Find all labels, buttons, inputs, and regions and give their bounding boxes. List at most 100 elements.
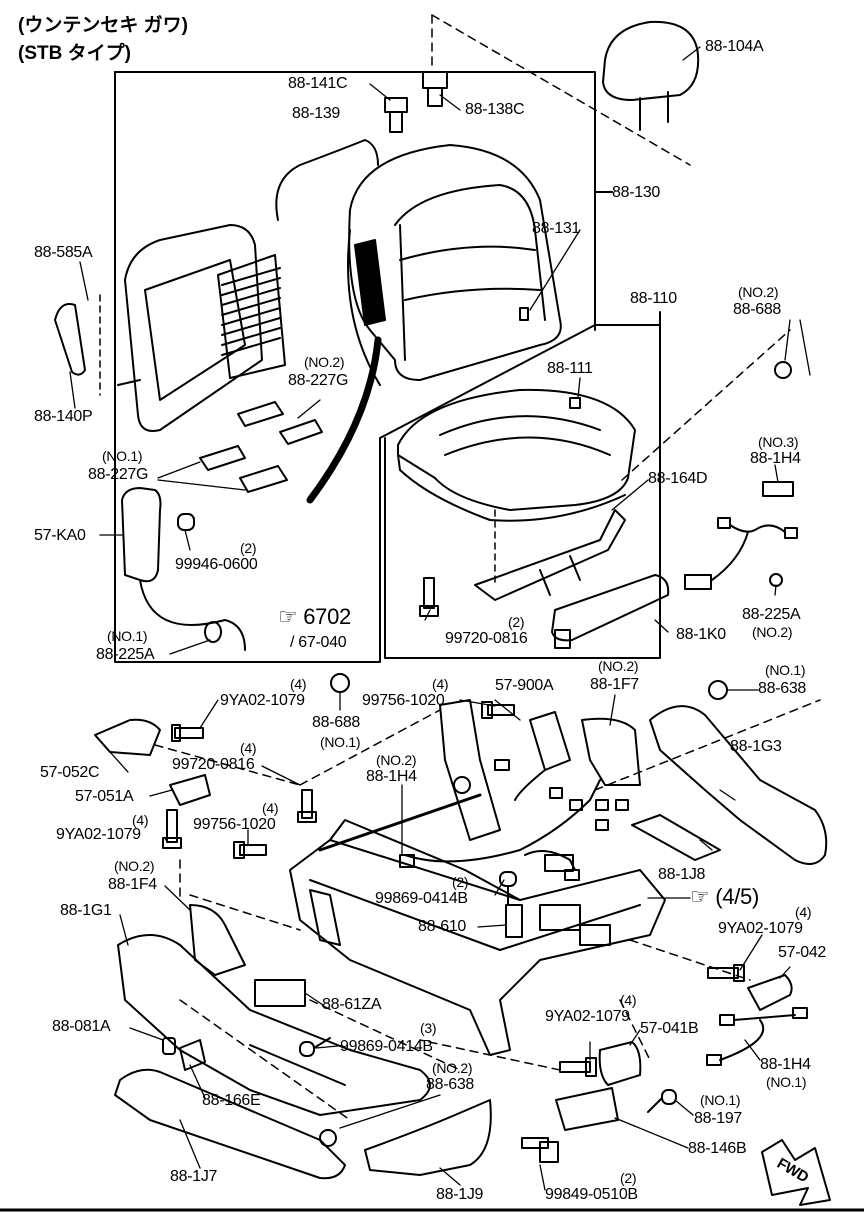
part-label: 9YA02-1079 <box>545 1008 630 1025</box>
bracket-57-051A <box>169 774 211 806</box>
part-label: 88-585A <box>34 244 93 261</box>
seatbelt-buckle-57-900A <box>494 711 571 801</box>
part-label: 88-61ZA <box>322 996 382 1013</box>
part-label: 88-1F4 <box>108 876 157 893</box>
bolt-99869-0414B-a <box>499 871 517 906</box>
part-qualifier: (NO.1) <box>765 662 806 678</box>
switch-88-146B <box>555 1087 619 1131</box>
bolt-9YA02-1079-c <box>707 964 745 982</box>
part-label: 88-1H4 <box>366 768 417 785</box>
trim-88-1F7 <box>581 717 641 786</box>
part-qualifier: (NO.1) <box>766 1074 807 1090</box>
part-label: 88-225A <box>96 646 155 663</box>
part-quantity: (2) <box>240 540 257 556</box>
headrest-guide-88-138C <box>422 71 448 107</box>
part-label: 88-1K0 <box>676 626 726 643</box>
part-label: 88-166E <box>202 1092 261 1109</box>
back-frame <box>117 224 286 432</box>
part-label: 88-688 <box>312 714 361 731</box>
headrest-88-104A <box>602 20 700 131</box>
bolt-9YA02-1079-d <box>559 1057 597 1077</box>
part-label: 88-1J8 <box>658 866 706 883</box>
part-label: 99869-0414B <box>375 890 468 907</box>
pad-88-227G <box>199 401 323 493</box>
part-label: 88-610 <box>418 918 467 935</box>
part-quantity: (4) <box>795 904 812 920</box>
part-label: 88-1H4 <box>760 1056 811 1073</box>
part-quantity: (4) <box>290 676 307 692</box>
lever-88-140P <box>54 294 101 396</box>
part-label: 57-900A <box>495 677 554 694</box>
lower-trim-88-1J7 <box>114 1068 346 1180</box>
front-cover-88-1K0 <box>551 574 670 649</box>
bolt-99756-1020-a <box>233 841 267 859</box>
reference-4-5[interactable]: ☞ (4/5) <box>690 884 759 909</box>
part-label: 9YA02-1079 <box>220 692 305 709</box>
part-qualifier: (NO.2) <box>752 624 793 640</box>
part-label: 88-227G <box>288 372 349 389</box>
knob-88-081A <box>162 1037 176 1055</box>
part-qualifier: (NO.2) <box>432 1060 473 1076</box>
trim-88-1J9 <box>364 1099 492 1176</box>
part-quantity: (2) <box>620 1170 637 1186</box>
part-label: 88-1J9 <box>436 1186 484 1203</box>
leader-lines <box>69 46 811 1191</box>
bolt-99720-0816-b <box>297 789 317 823</box>
part-label: 57-042 <box>778 944 827 961</box>
cover-88-166E <box>179 1039 206 1071</box>
part-label: 88-130 <box>612 184 661 201</box>
part-qualifier: (NO.1) <box>102 448 143 464</box>
part-label: 88-104A <box>705 38 764 55</box>
inner-shield-88-1G1 <box>117 934 431 1116</box>
part-label: 88-225A <box>742 606 801 623</box>
part-quantity: (3) <box>420 1020 437 1036</box>
bolt-99720-0816-a <box>419 577 439 617</box>
part-label: 57-KA0 <box>34 527 86 544</box>
screw-88-197 <box>647 1089 677 1113</box>
forward-arrow-icon <box>761 1139 831 1206</box>
part-qualifier: (NO.2) <box>304 354 345 370</box>
part-label: 88-131 <box>532 220 581 237</box>
cover-57-041B <box>598 1041 642 1086</box>
part-label: 88-638 <box>426 1076 475 1093</box>
part-quantity: (2) <box>508 614 525 630</box>
outer-shield-88-1G3 <box>649 705 828 865</box>
part-quantity: (4) <box>432 676 449 692</box>
part-label: 99756-1020 <box>362 692 445 709</box>
part-label: 88-1F7 <box>590 676 639 693</box>
part-label: 88-227G <box>88 466 149 483</box>
part-label: 99869-0414B <box>340 1038 433 1055</box>
part-label: 99720-0816 <box>172 756 255 773</box>
diagram-title-line-1: (ウンテンセキ ガワ) <box>18 15 188 36</box>
part-quantity: (4) <box>240 740 257 756</box>
headrest-guide-88-141C <box>384 97 408 133</box>
part-qualifier: (NO.2) <box>376 752 417 768</box>
part-label: 99720-0816 <box>445 630 528 647</box>
part-qualifier: (NO.2) <box>738 284 779 300</box>
handle-88-1J8 <box>631 814 721 861</box>
part-label: 57-051A <box>75 788 134 805</box>
buckle-cover-57-052C <box>94 718 161 756</box>
reference-6702[interactable]: ☞ 6702 <box>278 604 351 629</box>
bolt-99869-0414B-b <box>299 1037 331 1057</box>
part-label: 88-197 <box>694 1110 743 1127</box>
part-quantity: (4) <box>132 812 149 828</box>
part-qualifier: (NO.3) <box>758 434 799 450</box>
bracket-57-042 <box>747 974 793 1011</box>
diagram-title-line-2: (STB タイプ) <box>18 43 131 64</box>
part-label: 99756-1020 <box>193 816 276 833</box>
assembly-lines <box>154 699 821 1121</box>
part-label: 88-638 <box>758 680 807 697</box>
part-qualifier: (NO.2) <box>114 858 155 874</box>
part-qualifier: (NO.2) <box>598 658 639 674</box>
part-label: 88-111 <box>547 360 593 377</box>
cushion-pan-88-164D <box>474 509 626 601</box>
part-qualifier: (NO.1) <box>700 1092 741 1108</box>
part-quantity: (4) <box>262 800 279 816</box>
reference-67-040[interactable]: / 67-040 <box>290 634 347 651</box>
part-label: 57-041B <box>640 1020 699 1037</box>
part-quantity: (4) <box>620 992 637 1008</box>
part-label: 88-1J7 <box>170 1168 218 1185</box>
